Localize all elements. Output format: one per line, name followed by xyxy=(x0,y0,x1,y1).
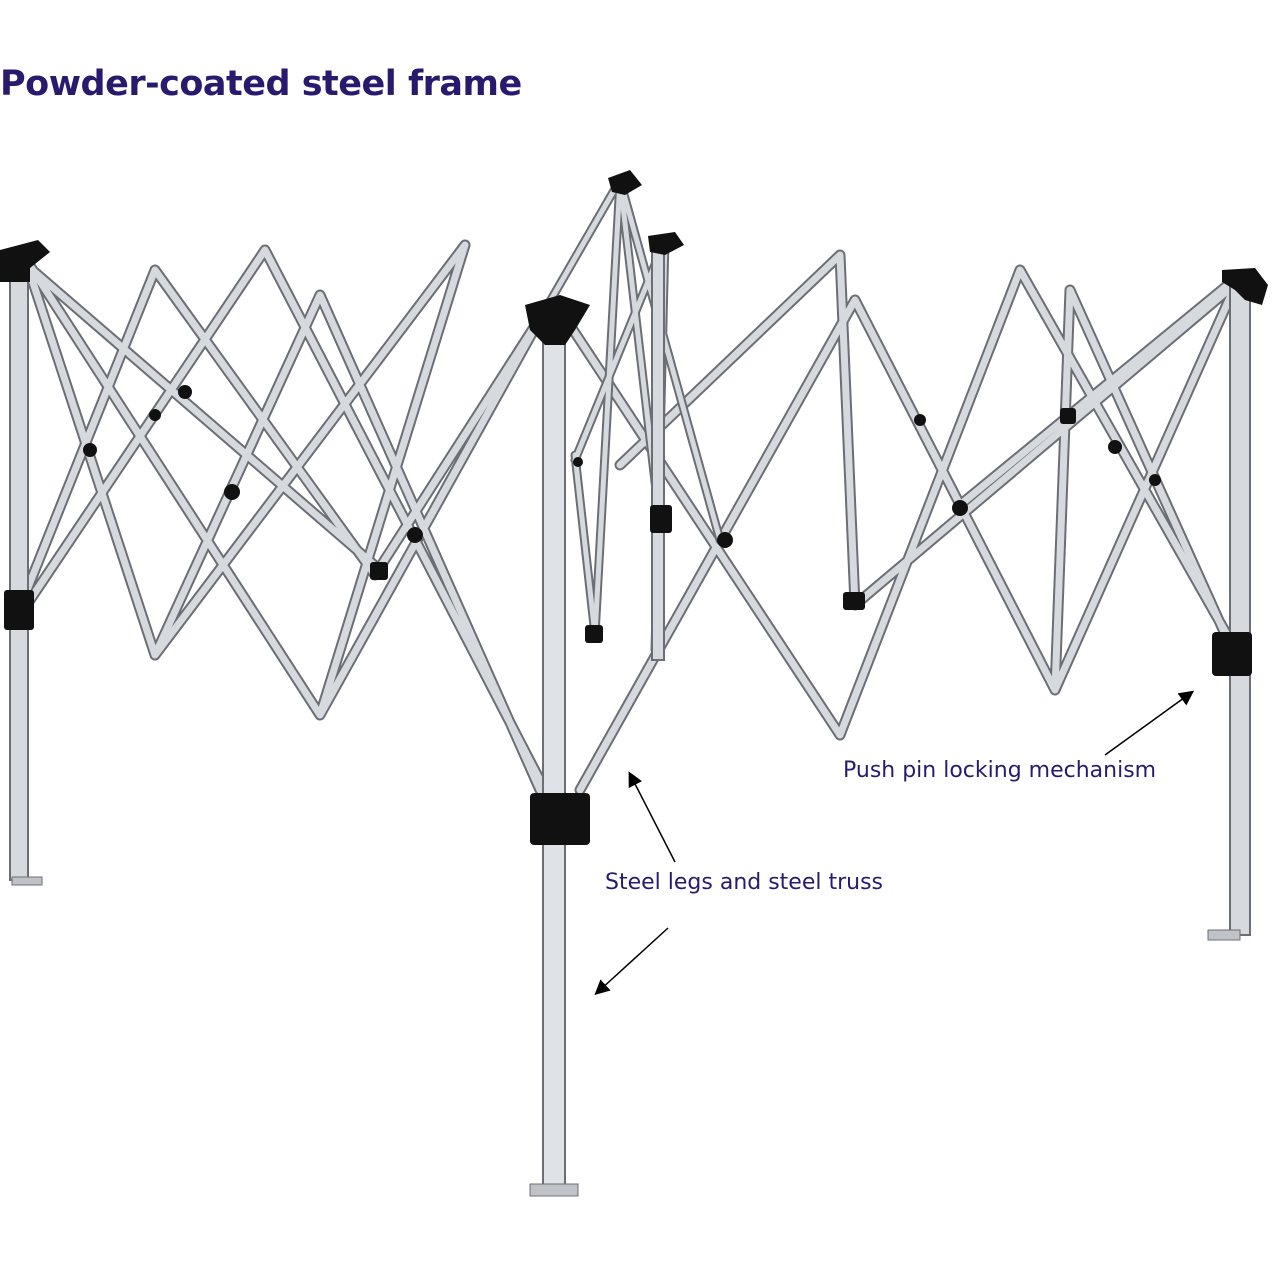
push-pin-callout: Push pin locking mechanism xyxy=(843,758,1157,783)
top-corner-back-left xyxy=(0,240,50,282)
foot-right xyxy=(1207,929,1241,941)
top-corner-center-back xyxy=(648,232,684,255)
leg-front xyxy=(542,329,566,1191)
legs xyxy=(9,239,1251,1197)
connectors xyxy=(0,170,1268,845)
callout-arrows xyxy=(594,690,1195,996)
left-truss-fill xyxy=(21,241,549,794)
top-corner-right xyxy=(1222,268,1268,305)
steel-legs-callout: Steel legs and steel truss xyxy=(605,870,884,895)
leg-right xyxy=(1229,284,1251,936)
page-title: Powder-coated steel frame xyxy=(0,64,522,104)
leg-back-center xyxy=(651,239,665,661)
foot-front xyxy=(529,1183,579,1197)
slider-back-left xyxy=(4,590,34,630)
top-corner-back xyxy=(608,170,642,195)
top-corner-front xyxy=(525,295,590,345)
slider-right xyxy=(1212,632,1252,676)
arrow-legs xyxy=(594,927,669,996)
slider-back-center xyxy=(650,505,672,533)
arrow-push-pin xyxy=(1104,690,1195,756)
foot-back-left xyxy=(11,876,43,886)
right-truss-fill xyxy=(556,251,1244,794)
arrow-truss xyxy=(628,771,676,863)
leg-back-left xyxy=(9,269,29,881)
slider-front xyxy=(530,793,590,845)
